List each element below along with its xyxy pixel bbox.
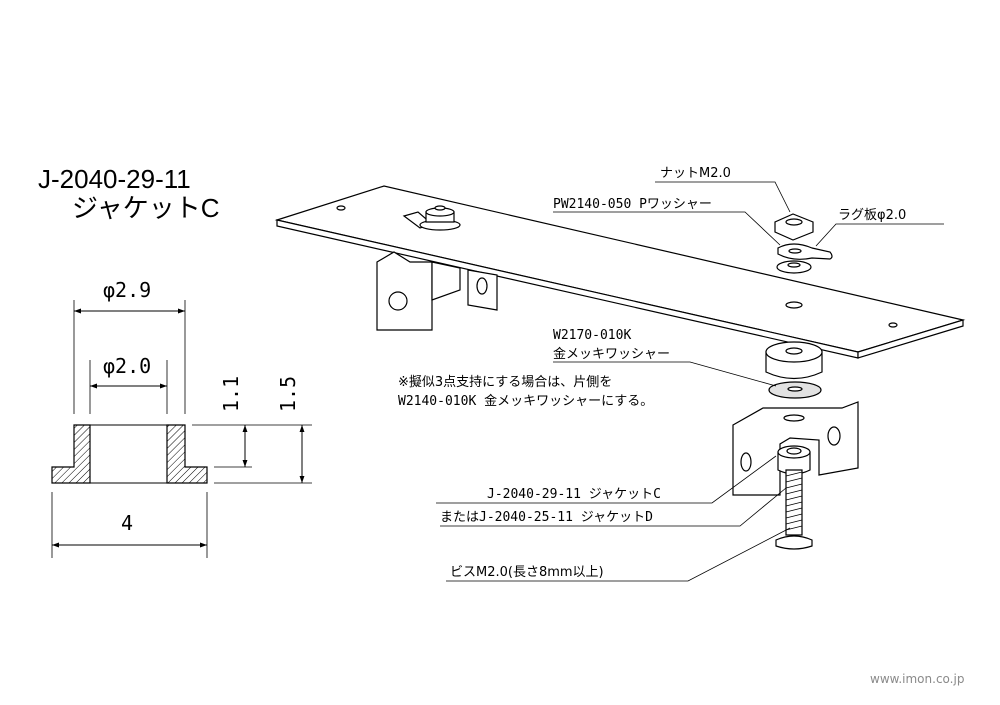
flange-width-label: 4	[121, 511, 133, 535]
total-height-label: 1.5	[276, 376, 300, 412]
note-line-2: W2140-010K 金メッキワッシャーにする。	[398, 393, 653, 409]
note-line-1: ※擬似3点支持にする場合は、片側を	[398, 374, 612, 390]
outer-diameter-label: φ2.9	[103, 278, 151, 302]
nut-label: ナットM2.0	[660, 166, 731, 181]
part-name-title: ジャケットC	[72, 193, 219, 223]
exploded-nut	[774, 213, 814, 241]
jacket-d-label: またはJ-2040-25-11 ジャケットD	[440, 510, 653, 525]
exploded-p-washer	[776, 260, 812, 274]
gold-washer-flat	[768, 381, 822, 399]
gold-washer-cylinder	[765, 341, 823, 380]
website-watermark: www.imon.co.jp	[870, 672, 964, 686]
leader-lines	[436, 181, 944, 582]
jacket-c-label: J-2040-29-11 ジャケットC	[487, 487, 661, 502]
lug-label: ラグ板φ2.0	[838, 208, 906, 223]
gold-washer-name-label: 金メッキワッシャー	[553, 346, 670, 362]
right-bracket	[732, 401, 859, 496]
gold-washer-code-label: W2170-010K	[553, 328, 631, 343]
section-right-half	[166, 424, 208, 484]
inner-diameter-label: φ2.0	[103, 354, 151, 378]
left-nut-assembly	[402, 205, 461, 231]
screw-label: ビスM2.0(長さ8mm以上)	[450, 565, 604, 580]
screw-part	[775, 469, 813, 550]
exploded-lug	[777, 243, 833, 260]
jacket-c-part	[777, 445, 811, 475]
section-left-half	[51, 424, 91, 484]
jacket-cross-section	[51, 424, 208, 484]
part-number-title: J-2040-29-11	[38, 164, 191, 194]
p-washer-label: PW2140-050 Pワッシャー	[553, 197, 712, 212]
dimension-lines	[52, 308, 305, 548]
flange-thickness-label: 1.1	[219, 376, 243, 412]
left-bracket	[376, 251, 498, 331]
